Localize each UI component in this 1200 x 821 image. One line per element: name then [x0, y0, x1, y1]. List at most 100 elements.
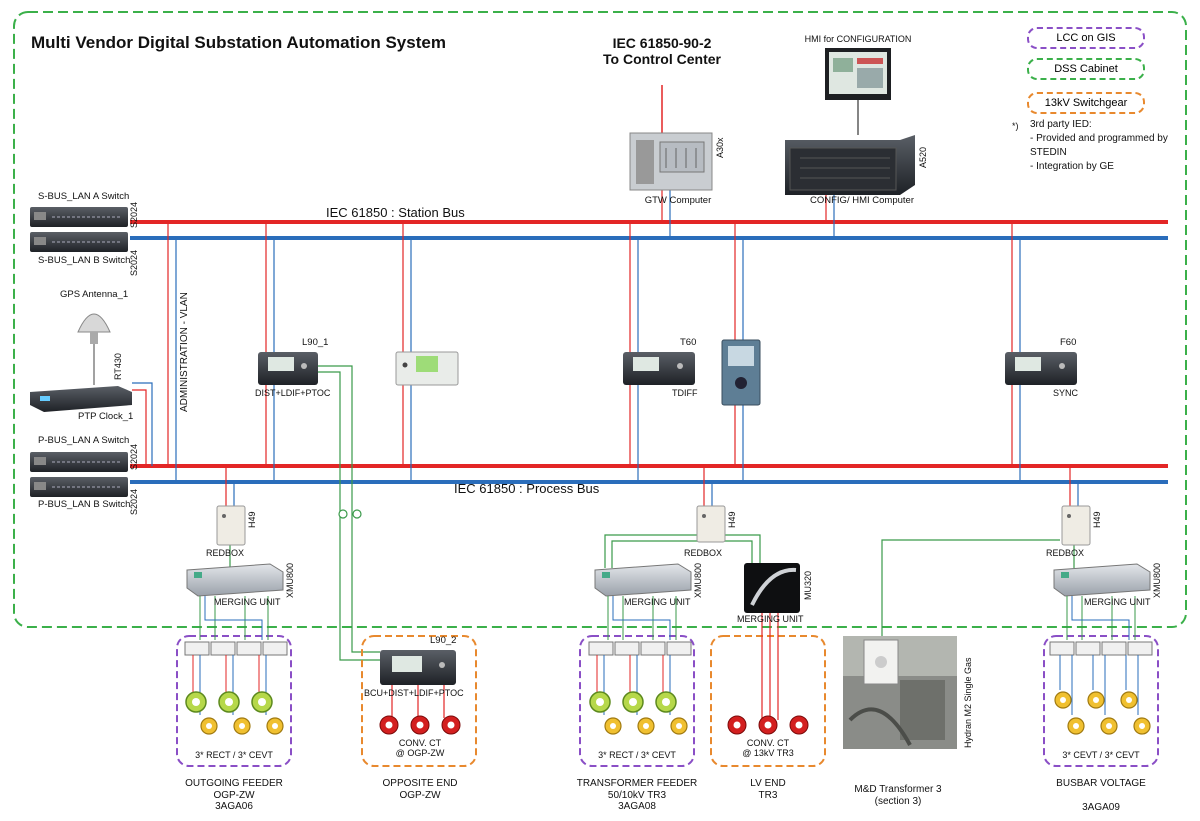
merging-unit-3-model: XMU800 — [1152, 562, 1162, 598]
bay-lv-line2: TR3 — [758, 789, 778, 801]
terminal-block-busbar — [1049, 641, 1153, 656]
ied-l90-1-func: DIST+LDIF+PTOC — [255, 388, 331, 398]
switch-p-a-model: S2024 — [129, 443, 139, 470]
legend-dss: DSS Cabinet — [1027, 58, 1145, 80]
bay-opposite-line1: OPPOSITE END — [382, 778, 458, 789]
merging-unit-1-model: XMU800 — [285, 562, 295, 598]
terminal-block-outgoing — [184, 641, 288, 656]
ied-l90-2-name: L90_2 — [430, 635, 457, 646]
ied-l90-1-device — [258, 352, 318, 385]
bay-busbar-line2: 3AGA09 — [1082, 801, 1120, 813]
hydran-photo — [843, 636, 957, 749]
conv-ct-2-line1: CONV. CT — [746, 738, 790, 748]
switch-s-bus-b — [30, 232, 128, 252]
conv-ct-1-line2: @ OGP-ZW — [395, 748, 445, 759]
note-line3: - Integration by GE — [1030, 161, 1114, 172]
bay-outgoing-line3: 3AGA06 — [215, 801, 253, 812]
gps-label: GPS Antenna_1 — [60, 289, 129, 300]
config-pc-model: A520 — [918, 146, 928, 168]
merging-unit-1-label: MERGING UNIT — [214, 597, 281, 607]
control-center-line2: To Control Center — [603, 51, 721, 68]
note-heading: 3rd party IED: — [1030, 119, 1092, 130]
redbox-2-label: REDBOX — [684, 548, 723, 558]
ied-3rd-party-tall-device — [721, 339, 761, 406]
bay-busbar-voltage: BUSBAR VOLTAGE 3AGA09 — [1056, 778, 1146, 813]
swgr-enclosure-lv — [710, 635, 826, 767]
redbox-1-device — [216, 505, 246, 546]
station-bus-label: IEC 61850 : Station Bus — [326, 205, 465, 220]
ied-t60-func: TDIFF — [672, 388, 698, 398]
bay-opposite-line2: OGP-ZW — [399, 789, 441, 801]
hmi-monitor — [825, 48, 891, 100]
merging-unit-2-model: XMU800 — [693, 562, 703, 598]
ied-3rd-party-green-device — [395, 351, 459, 386]
gtw-label: GTW Computer — [644, 195, 712, 206]
redbox-3-device — [1061, 505, 1091, 546]
admin-vlan-label: ADMINISTRATION - VLAN — [179, 292, 190, 412]
bay-md-line2: (section 3) — [874, 795, 922, 807]
gtw-model: A30x — [715, 137, 725, 158]
bay-transformer-line2: 50/10kV TR3 — [607, 789, 667, 801]
rect-cevt-label-1: 3* RECT / 3* CEVT — [195, 750, 273, 760]
merging-unit-mu320-model: MU320 — [803, 570, 813, 600]
ptp-model: RT430 — [113, 353, 123, 380]
note-marker: *) — [1012, 121, 1019, 131]
note-line1: - Provided and programmed by — [1030, 133, 1168, 144]
redbox-2-model: H49 — [727, 511, 737, 528]
merging-unit-1-device — [186, 563, 284, 597]
bay-transformer-line3: 3AGA08 — [618, 801, 656, 812]
third-party-note: 3rd party IED: - Provided and programmed… — [1030, 118, 1168, 174]
cevt-cevt-label: 3* CEVT / 3* CEVT — [1062, 750, 1140, 760]
control-center-line1: IEC 61850-90-2 — [612, 35, 712, 51]
merging-unit-3-device — [1053, 563, 1151, 597]
ied-f60-name: F60 — [1060, 337, 1077, 348]
bay-busbar-line1: BUSBAR VOLTAGE — [1056, 778, 1146, 789]
legend-lcc: LCC on GIS — [1027, 27, 1145, 49]
switch-p-bus-b — [30, 477, 128, 497]
ptp-clock-device — [30, 386, 132, 412]
redbox-3-model: H49 — [1092, 511, 1102, 528]
gps-antenna — [77, 313, 111, 344]
lcc-enclosure-transformer — [579, 635, 695, 767]
ptp-label: PTP Clock_1 — [78, 411, 134, 422]
lcc-enclosure-busbar — [1043, 635, 1159, 767]
switch-p-a-label: P-BUS_LAN A Switch — [38, 435, 130, 446]
control-center-label: IEC 61850-90-2 To Control Center — [603, 35, 721, 67]
redbox-2-device — [696, 505, 726, 543]
note-line2: STEDIN — [1030, 147, 1067, 158]
bay-transformer-line1: TRANSFORMER FEEDER — [576, 778, 698, 789]
bay-md-line1: M&D Transformer 3 — [854, 784, 942, 795]
terminal-block-transformer — [588, 641, 692, 656]
ied-f60-func: SYNC — [1053, 388, 1079, 398]
conv-ct-2-label: CONV. CT @ 13kV TR3 — [742, 738, 794, 759]
redbox-1-model: H49 — [247, 511, 257, 528]
bay-outgoing-line2: OGP-ZW — [213, 789, 255, 801]
config-pc-label: CONFIG/ HMI Computer — [810, 195, 914, 206]
rect-cevt-label-2: 3* RECT / 3* CEVT — [598, 750, 676, 760]
lcc-enclosure-outgoing — [176, 635, 292, 767]
redbox-1-label: REDBOX — [206, 548, 245, 558]
merging-unit-2-device — [594, 563, 692, 597]
ied-t60-name: T60 — [680, 337, 697, 348]
process-bus-label: IEC 61850 : Process Bus — [454, 481, 600, 496]
ied-l90-1-name: L90_1 — [302, 337, 329, 348]
gtw-computer-device — [629, 132, 713, 191]
merging-unit-3-label: MERGING UNIT — [1084, 597, 1151, 607]
hydran-label: Hydran M2 Single Gas — [963, 657, 973, 748]
switch-s-bus-a — [30, 207, 128, 227]
merging-unit-mu320-device — [744, 563, 800, 613]
merging-unit-2-label: MERGING UNIT — [624, 597, 691, 607]
conv-ct-1-line1: CONV. CT — [398, 738, 442, 748]
ied-t60-device — [623, 352, 695, 385]
dss-cabinet-outline — [13, 11, 1187, 628]
ied-l90-2-device — [380, 650, 456, 685]
page-title: Multi Vendor Digital Substation Automati… — [31, 33, 446, 52]
hmi-config-label: HMI for CONFIGURATION — [804, 34, 912, 44]
ied-l90-2-func: BCU+DIST+LDIF+PTOC — [364, 688, 464, 698]
bay-lv-end: LV END TR3 — [750, 778, 785, 801]
bay-md-transformer: M&D Transformer 3 (section 3) — [854, 784, 941, 807]
switch-s-b-model: S2024 — [129, 249, 139, 276]
conv-ct-1-label: CONV. CT @ OGP-ZW — [396, 738, 445, 759]
